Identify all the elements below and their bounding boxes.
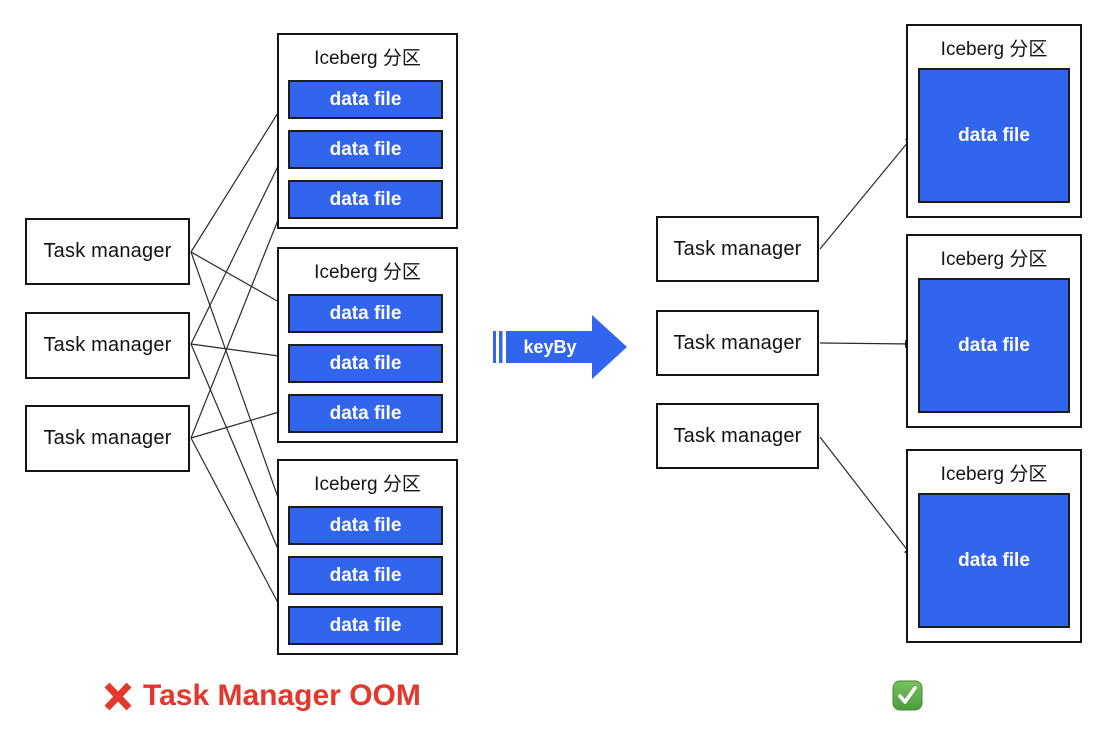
data-file-box-large: data file [918,68,1070,203]
data-file-box: data file [288,180,443,219]
task-manager-box-right-2: Task manager [656,310,819,376]
partition-title: Iceberg 分区 [940,39,1048,60]
data-file-box: data file [288,556,443,595]
partition-title: Iceberg 分区 [314,262,421,283]
data-file-box: data file [288,506,443,545]
keyby-arrow-shape [506,315,627,379]
edge-rtm2-p2 [819,339,914,348]
edge-rtm3-p3 [819,436,913,557]
edge-tm3-p2f3 [190,408,287,439]
task-manager-box-right-1: Task manager [656,216,819,282]
data-file-box: data file [288,80,443,119]
task-manager-box-left-1: Task manager [25,218,190,285]
edge-tm1-p2f1 [190,251,287,307]
oom-caption-label: Task Manager OOM [143,679,421,712]
edge-tm3-p1f3 [190,199,287,439]
edge-tm2-p2f2 [190,343,287,360]
iceberg-partition-left-1: Iceberg 分区 data file data file data file [277,33,458,229]
partition-title: Iceberg 分区 [314,48,421,69]
edge-rtm1-p1 [819,135,914,250]
task-manager-label: Task manager [673,237,802,260]
cross-mark-icon [104,682,132,710]
task-manager-box-right-3: Task manager [656,403,819,469]
data-file-box-large: data file [918,278,1070,413]
task-manager-label: Task manager [673,424,802,447]
partition-title: Iceberg 分区 [940,464,1048,485]
data-file-box-large: data file [918,493,1070,628]
iceberg-partition-right-1: Iceberg 分区 data file [906,24,1082,218]
iceberg-partition-left-3: Iceberg 分区 data file data file data file [277,459,458,655]
oom-caption: Task Manager OOM [102,679,421,713]
keyby-arrow [493,315,627,379]
data-file-box: data file [288,606,443,645]
data-file-box: data file [288,294,443,333]
check-mark-icon [892,680,923,711]
partition-title: Iceberg 分区 [314,474,421,495]
iceberg-partition-right-3: Iceberg 分区 data file [906,449,1082,643]
edge-tm2-p1f2 [190,149,287,345]
data-file-box: data file [288,394,443,433]
iceberg-partition-left-2: Iceberg 分区 data file data file data file [277,247,458,443]
edge-tm2-p3f2 [190,343,287,569]
iceberg-partition-right-2: Iceberg 分区 data file [906,234,1082,428]
task-manager-box-left-3: Task manager [25,405,190,472]
edge-tm1-p1f1 [190,99,287,253]
keyby-label: keyBy [523,336,577,357]
edge-tm1-p3f1 [190,251,288,521]
task-manager-label: Task manager [673,331,802,354]
data-file-box: data file [288,344,443,383]
edge-tm3-p3f3 [190,437,287,619]
task-manager-box-left-2: Task manager [25,312,190,379]
data-file-box: data file [288,130,443,169]
partition-title: Iceberg 分区 [940,249,1048,270]
task-manager-label: Task manager [43,334,172,356]
task-manager-label: Task manager [43,427,172,449]
task-manager-label: Task manager [43,240,172,262]
